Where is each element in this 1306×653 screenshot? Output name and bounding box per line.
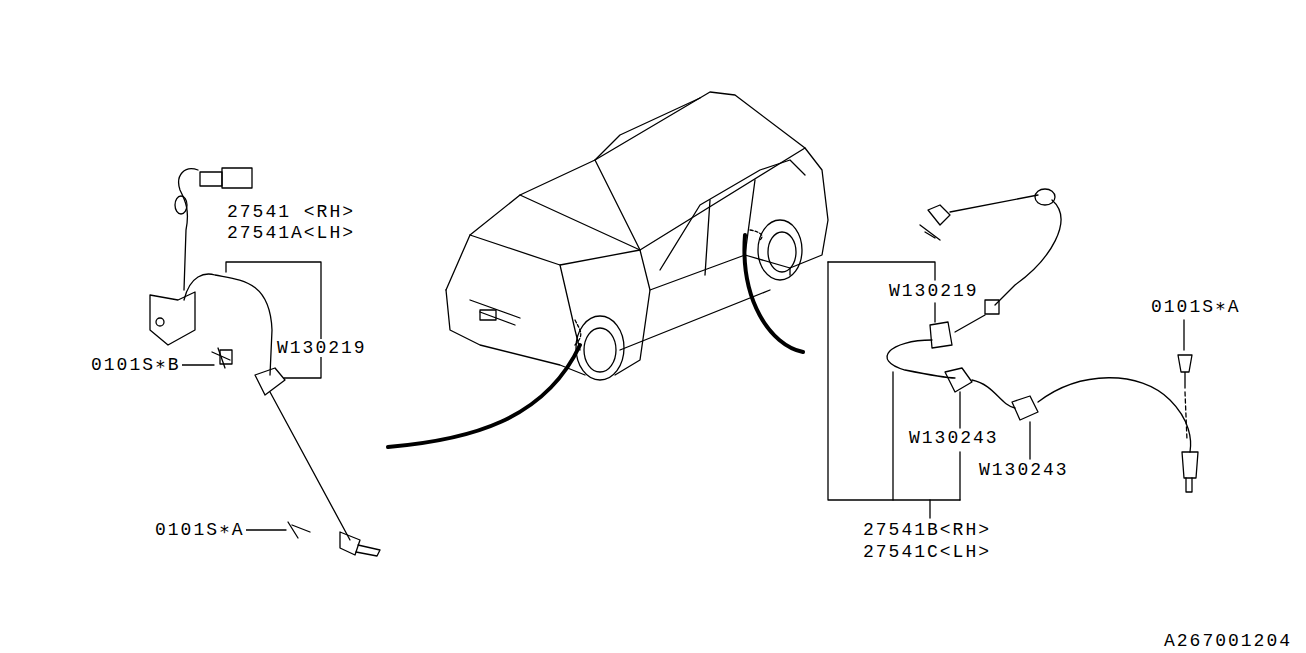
pointer-curve [388, 345, 580, 447]
part-number: 27541A<LH> [226, 224, 356, 242]
pointer-curve [744, 235, 803, 352]
part-number: W130219 [888, 282, 980, 300]
vehicle-outline [446, 92, 828, 380]
part-number: W130243 [908, 429, 1000, 447]
figure-code: A267001204 [1163, 632, 1293, 650]
part-number: 0101S∗B [90, 356, 182, 374]
part-number: W130219 [276, 339, 368, 357]
part-number: 0101S∗A [1150, 298, 1242, 316]
rear-sensor-harness [828, 189, 1198, 518]
front-sensor-harness [150, 168, 380, 556]
part-number: 27541 <RH> [226, 203, 356, 221]
part-number: 27541C<LH> [862, 543, 992, 561]
part-number: 0101S∗A [154, 521, 246, 539]
part-number: 27541B<RH> [862, 521, 992, 539]
part-number: W130243 [978, 461, 1070, 479]
